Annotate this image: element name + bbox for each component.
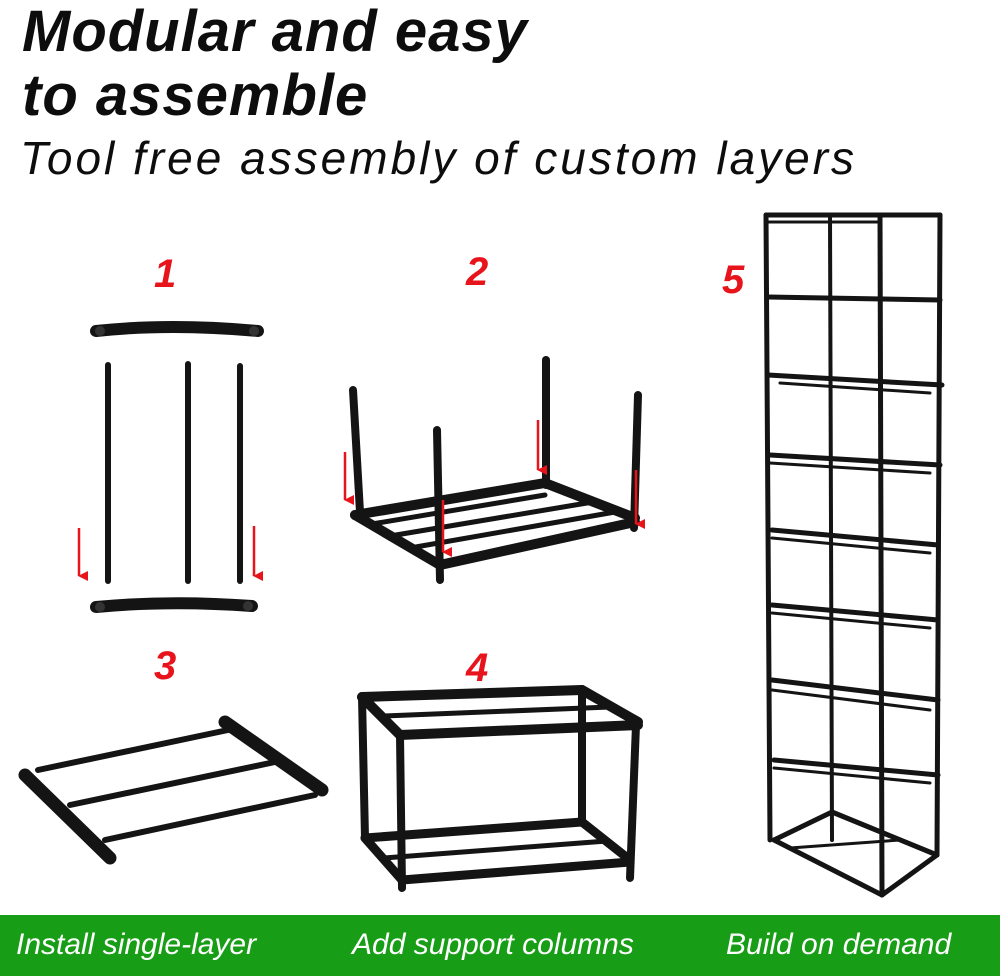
step-1-number: 1 xyxy=(154,252,177,296)
footer-label-add-columns: Add support columns xyxy=(352,928,634,961)
step-4-frame xyxy=(357,685,643,892)
step-2-frame xyxy=(349,356,642,584)
step-5-number: 5 xyxy=(722,258,745,302)
assembly-illustration xyxy=(18,212,945,898)
step-1-parts xyxy=(90,321,264,613)
subtitle: Tool free assembly of custom layers xyxy=(20,132,858,184)
footer-label-build: Build on demand xyxy=(726,928,952,961)
footer-label-install: Install single-layer xyxy=(16,928,257,961)
step-4-number: 4 xyxy=(466,646,489,690)
step-3-number: 3 xyxy=(154,644,177,688)
step-1-arrows xyxy=(77,526,263,581)
title: Modular and easy to assemble xyxy=(22,0,528,128)
step-2-number: 2 xyxy=(466,250,489,294)
footer-bar: Install single-layer Add support columns… xyxy=(0,915,1000,976)
title-line-2: to assemble xyxy=(22,63,369,128)
step-2-arrows xyxy=(343,420,645,557)
step-5-rack xyxy=(763,212,945,898)
title-line-1: Modular and easy xyxy=(22,0,528,64)
step-3-frame xyxy=(18,715,329,865)
